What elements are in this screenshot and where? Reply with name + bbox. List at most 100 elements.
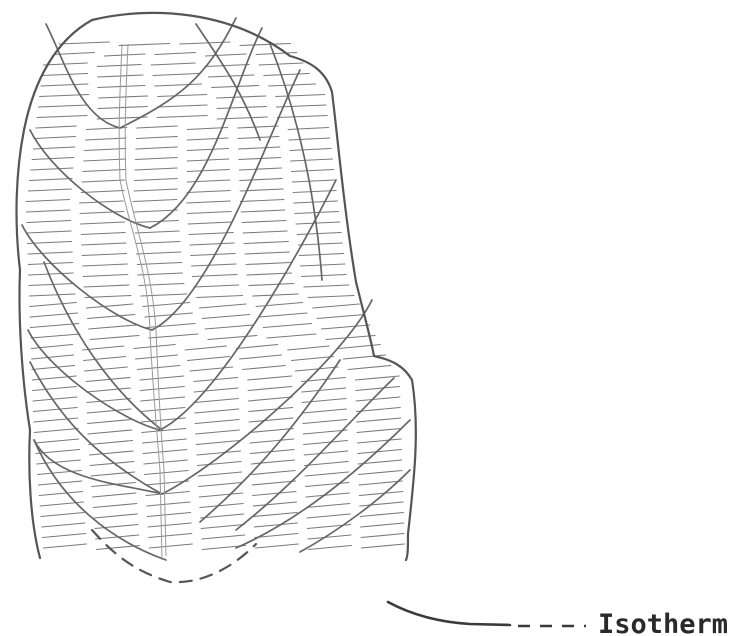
hatch-stroke-261 (306, 483, 349, 487)
hatch-stroke-282 (307, 514, 350, 518)
hatch-stroke-71 (135, 179, 178, 181)
hatch-stroke-263 (39, 492, 82, 496)
hatch-stroke-50 (289, 138, 330, 140)
hatch-stroke-202 (141, 397, 185, 401)
hatch-stroke-267 (253, 492, 296, 496)
hatch-stroke-96 (188, 222, 232, 224)
hatch-stroke-169 (236, 345, 277, 349)
hatch-stroke-217 (195, 420, 239, 424)
hatch-stroke-21 (155, 84, 202, 86)
hatch-stroke-149 (145, 313, 192, 317)
hatch-stroke-132 (194, 285, 239, 287)
hatch-stroke-185 (348, 366, 391, 370)
hatch-stroke-251 (145, 471, 189, 475)
hatch-stroke-288 (254, 523, 297, 527)
hatch-stroke-269 (359, 492, 402, 496)
hatch-stroke-61 (239, 158, 281, 160)
legend-solid-line (388, 602, 510, 625)
hatch-stroke-114 (191, 254, 235, 256)
hatch-stroke-172 (32, 355, 74, 359)
hatch-stroke-142 (86, 304, 133, 308)
hatch-stroke-155 (147, 324, 195, 328)
hatch-stroke-242 (37, 460, 81, 464)
hatch-stroke-28 (276, 95, 325, 97)
hatch-stroke-14 (42, 74, 88, 76)
hatch-stroke-68 (292, 170, 334, 172)
hatch-stroke-223 (142, 429, 186, 433)
hatch-stroke-210 (195, 409, 239, 413)
hatch-stroke-231 (196, 441, 240, 445)
hatch-stroke-167 (134, 345, 175, 349)
hatch-stroke-181 (137, 366, 180, 370)
hatch-stroke-89 (134, 210, 178, 212)
isotherm-outer-7 (30, 362, 162, 494)
hatch-stroke-39 (36, 126, 77, 128)
hatch-stroke-43 (238, 126, 278, 128)
hatch-stroke-97 (242, 221, 286, 223)
hatch-stroke-75 (28, 189, 71, 191)
hatch-stroke-10 (97, 65, 141, 67)
hatch-stroke-48 (187, 138, 228, 140)
hatch-stroke-136 (85, 296, 131, 298)
hatch-stroke-141 (30, 303, 77, 307)
hatch-stroke-304 (361, 544, 404, 548)
body-outline-dashed-bottom (92, 530, 256, 582)
hatch-stroke-179 (32, 366, 75, 370)
hatch-stroke-34 (37, 116, 87, 118)
hatch-stroke-290 (361, 523, 404, 527)
hatch-stroke-118 (83, 264, 128, 266)
hatch-stroke-153 (31, 324, 79, 328)
hatch-stroke-67 (239, 168, 281, 170)
hatch-stroke-158 (322, 325, 370, 329)
hatch-stroke-207 (33, 408, 77, 412)
hatch-stroke-124 (83, 275, 128, 277)
hatch-stroke-187 (86, 378, 130, 382)
hatch-stroke-62 (291, 159, 333, 161)
hatch-stroke-197 (248, 387, 292, 391)
hatch-stroke-137 (141, 294, 187, 296)
hatch-stroke-171 (339, 345, 380, 349)
hatch-stroke-138 (197, 296, 243, 298)
hatch-stroke-84 (187, 201, 231, 203)
hatch-stroke-264 (93, 493, 136, 497)
hatch-stroke-271 (93, 504, 136, 508)
hatch-stroke-133 (249, 284, 294, 286)
hatch-stroke-95 (135, 221, 179, 223)
hatch-stroke-274 (253, 502, 296, 506)
hatch-stroke-41 (137, 126, 178, 128)
isotherm-curves (22, 18, 410, 560)
hatch-stroke-152 (317, 315, 364, 319)
hatch-stroke-199 (356, 387, 400, 391)
hatch-stroke-86 (294, 201, 338, 203)
hatch-stroke-20 (98, 86, 145, 88)
hatch-stroke-272 (147, 502, 190, 506)
hatch-stroke-134 (304, 285, 349, 287)
hatch-stroke-44 (288, 128, 329, 130)
hatch-stroke-266 (199, 493, 242, 497)
hatch-stroke-135 (29, 294, 75, 296)
hatch-stroke-26 (158, 95, 207, 97)
hatch-stroke-92 (295, 212, 339, 214)
hatch-stroke-252 (198, 472, 242, 476)
hatch-stroke-65 (135, 168, 177, 170)
hatch-stroke-55 (239, 147, 280, 149)
hatch-stroke-108 (190, 243, 234, 245)
hatch-stroke-111 (28, 252, 72, 254)
hatch-stroke-227 (357, 429, 401, 433)
hatch-stroke-30 (98, 107, 147, 109)
hatch-stroke-294 (202, 535, 245, 539)
hatch-stroke-157 (263, 324, 311, 328)
hatch-stroke-147 (30, 313, 77, 317)
hatch-lines (26, 42, 404, 550)
hatch-stroke-139 (253, 294, 299, 296)
hatch-stroke-302 (255, 544, 298, 548)
hatch-stroke-246 (251, 460, 295, 464)
hatch-stroke-5 (104, 54, 145, 56)
hatch-stroke-59 (136, 158, 178, 160)
hatch-stroke-19 (41, 84, 88, 86)
hatch-stroke-110 (298, 243, 342, 245)
hatch-stroke-106 (82, 243, 126, 245)
hatch-stroke-130 (84, 285, 129, 287)
hatch-stroke-236 (90, 451, 134, 455)
hatch-stroke-219 (303, 420, 347, 424)
